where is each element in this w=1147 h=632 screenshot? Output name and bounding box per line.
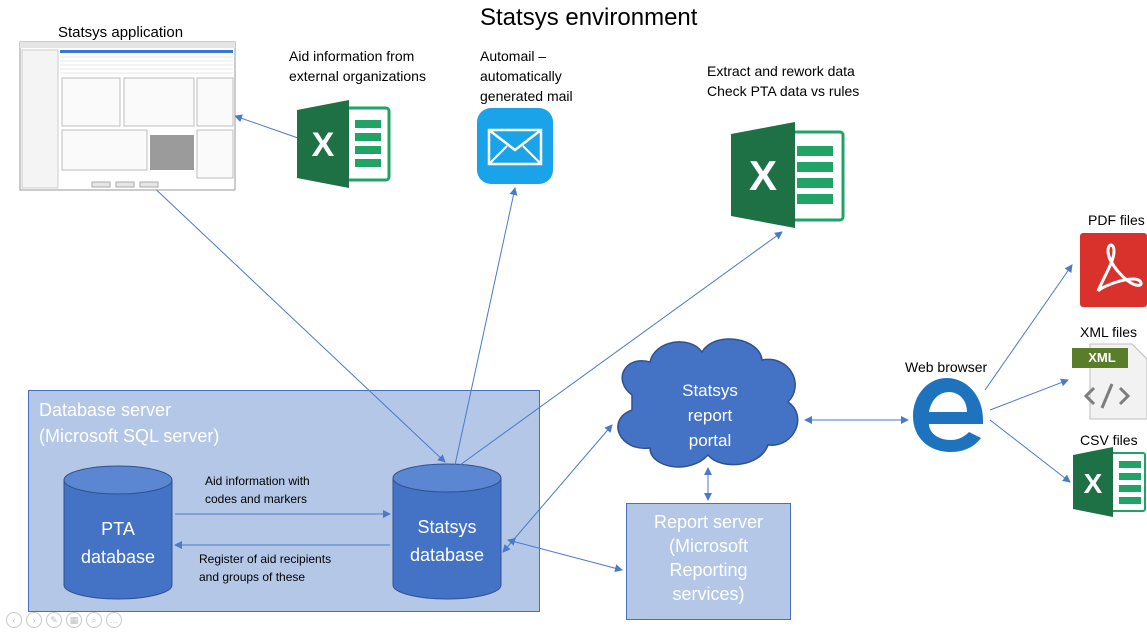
extract-label: Extract and rework data Check PTA data v… [707, 63, 860, 99]
arrow-browser-pdf [984, 264, 1073, 391]
pta-database-cylinder [63, 465, 173, 600]
report-portal-label: Statsys report portal [682, 381, 738, 450]
xml-file-icon [1072, 343, 1147, 420]
arrow-browser-csv [989, 419, 1071, 483]
arrow-db-to-mail [454, 187, 518, 466]
arrow-excel-to-app [234, 114, 299, 139]
edge-browser-icon [913, 378, 983, 452]
xml-files-label: XML files [1080, 324, 1138, 340]
excel-icon: X [1073, 447, 1146, 517]
zoom-icon[interactable]: ⌕ [86, 612, 102, 628]
web-browser-label: Web browser [905, 359, 988, 375]
statsys-database-label: Statsys database [409, 517, 485, 565]
svg-text:X: X [749, 152, 777, 199]
slides-grid-icon[interactable]: ▦ [66, 612, 82, 628]
more-options-icon[interactable]: … [106, 612, 122, 628]
pdf-icon [1080, 233, 1147, 307]
arrow-app-db [129, 164, 446, 463]
xml-badge-text: XML [1088, 350, 1116, 365]
screenshot-thumbnail [19, 41, 236, 191]
next-slide-icon[interactable]: › [26, 612, 42, 628]
excel-icon: X [297, 100, 391, 188]
excel-icon: X [731, 122, 845, 228]
svg-text:X: X [312, 126, 335, 164]
arrow-label-to-pta: Register of aid recipients and groups of… [199, 552, 332, 584]
pta-database-label: PTA database [80, 519, 156, 567]
slide-controls: ‹ › ✎ ▦ ⌕ … [6, 612, 122, 628]
arrow-db-reportserver [507, 537, 623, 573]
pdf-files-label: PDF files [1088, 212, 1145, 228]
pen-icon[interactable]: ✎ [46, 612, 62, 628]
statsys-database-cylinder [392, 463, 502, 600]
automail-label: Automail – automatically generated mail [480, 48, 573, 104]
prev-slide-icon[interactable]: ‹ [6, 612, 22, 628]
diagram-title: Statsys environment [480, 4, 698, 31]
report-server-box: Report server (Microsoft Reporting servi… [626, 503, 791, 620]
aid-info-external-label: Aid information from external organizati… [289, 48, 426, 84]
arrow-db-portal [502, 424, 613, 553]
arrow-label-to-statsys: Aid information with codes and markers [205, 474, 310, 506]
report-portal-cloud [617, 338, 799, 468]
mail-icon [477, 108, 553, 184]
statsys-application-label: Statsys application [58, 24, 184, 41]
svg-text:X: X [1084, 468, 1103, 499]
arrow-browser-xml [989, 378, 1069, 411]
csv-files-label: CSV files [1080, 432, 1138, 448]
